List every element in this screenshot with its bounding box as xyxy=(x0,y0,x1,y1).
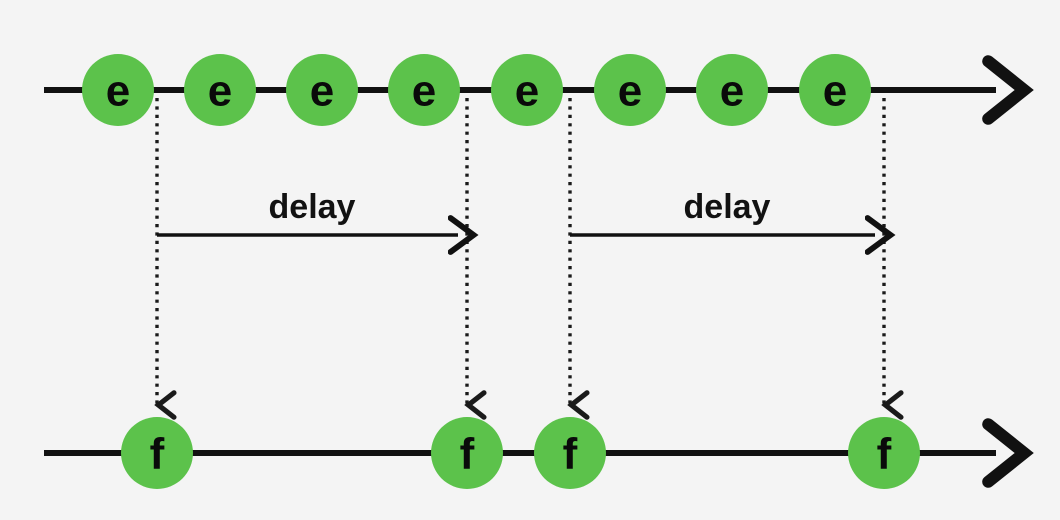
result-node-label: f xyxy=(563,430,578,479)
result-node-circle[interactable] xyxy=(431,417,503,489)
result-node[interactable]: f xyxy=(848,417,920,489)
drop-lines-group xyxy=(154,98,904,420)
result-node-circle[interactable] xyxy=(121,417,193,489)
delay-label: delay xyxy=(269,188,356,226)
result-node-circle[interactable] xyxy=(534,417,606,489)
delay-marker-1: delay xyxy=(157,188,458,235)
source-node-circle[interactable] xyxy=(491,54,563,126)
delay-label: delay xyxy=(684,188,771,226)
source-node[interactable]: e xyxy=(388,54,460,126)
source-node-label: e xyxy=(106,67,130,116)
source-node-circle[interactable] xyxy=(286,54,358,126)
source-node-label: e xyxy=(310,67,334,116)
source-node-circle[interactable] xyxy=(82,54,154,126)
source-observable-timeline: e e e e e e e xyxy=(44,54,1034,126)
source-node-label: e xyxy=(515,67,539,116)
source-node[interactable]: e xyxy=(82,54,154,126)
source-node-circle[interactable] xyxy=(388,54,460,126)
result-node-label: f xyxy=(460,430,475,479)
source-node-label: e xyxy=(208,67,232,116)
source-node-label: e xyxy=(823,67,847,116)
source-node[interactable]: e xyxy=(491,54,563,126)
source-node-label: e xyxy=(720,67,744,116)
result-node[interactable]: f xyxy=(121,417,193,489)
source-node-circle[interactable] xyxy=(799,54,871,126)
result-node-circle[interactable] xyxy=(848,417,920,489)
source-node-label: e xyxy=(412,67,436,116)
delay-marker-2: delay xyxy=(570,188,875,235)
source-node[interactable]: e xyxy=(184,54,256,126)
source-node[interactable]: e xyxy=(286,54,358,126)
result-node-label: f xyxy=(877,430,892,479)
result-observable-timeline: f f f f xyxy=(44,417,1034,489)
source-node[interactable]: e xyxy=(696,54,768,126)
result-node[interactable]: f xyxy=(534,417,606,489)
source-node-circle[interactable] xyxy=(184,54,256,126)
source-node[interactable]: e xyxy=(594,54,666,126)
result-node-label: f xyxy=(150,430,165,479)
source-node-circle[interactable] xyxy=(696,54,768,126)
source-node-circle[interactable] xyxy=(594,54,666,126)
source-node-label: e xyxy=(618,67,642,116)
source-node[interactable]: e xyxy=(799,54,871,126)
result-node[interactable]: f xyxy=(431,417,503,489)
